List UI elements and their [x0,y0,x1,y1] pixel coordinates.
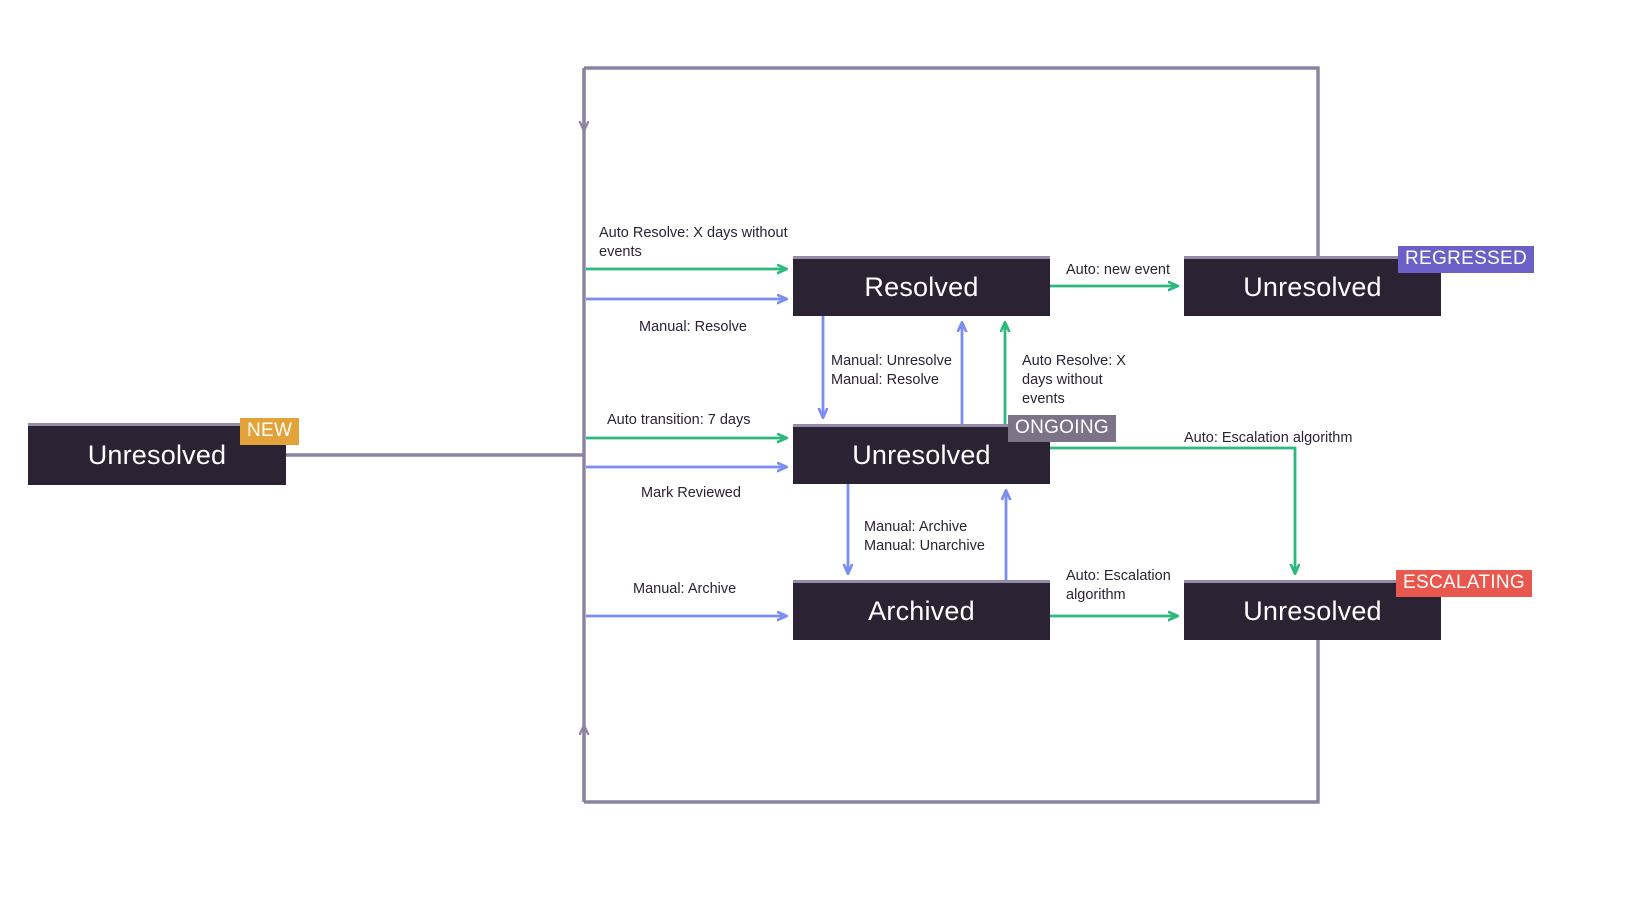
edge-label-manual-unresolve-resolve: Manual: Unresolve Manual: Resolve [831,353,952,389]
edge-label-manual-resolve-left: Manual: Resolve [639,319,747,335]
edge-ongoing-to-escalating [1050,446,1295,573]
status-badge-ongoing: ONGOING [1008,415,1116,442]
edge-label-auto-resolve-x-days-up: Auto Resolve: X days without events [1022,353,1126,408]
status-badge-regressed: REGRESSED [1398,246,1535,273]
state-node-label: Resolved [864,272,979,302]
state-node-regressed-unresolved[interactable]: Unresolved [1184,256,1441,316]
edge-label-manual-archive-left: Manual: Archive [633,581,737,597]
edge-label-auto-escalation-bottom: Auto: Escalation algorithm [1066,568,1171,604]
edge-label-auto-resolve-x-days: Auto Resolve: X days without events [599,225,788,261]
edge-loop-bottom-return [584,640,1320,804]
state-node-label: Unresolved [87,440,227,470]
edge-label-manual-archive-unarchive: Manual: Archive Manual: Unarchive [864,519,985,555]
state-node-label: Unresolved [852,440,991,470]
state-node-resolved[interactable]: Resolved [793,256,1050,316]
edge-label-auto-transition-7-days: Auto transition: 7 days [607,412,751,428]
state-node-label: Unresolved [1243,272,1382,302]
status-badge-escalating: ESCALATING [1396,570,1532,597]
edge-loop-top-return [584,66,1320,256]
state-node-archived[interactable]: Archived [793,580,1050,640]
state-node-label: Unresolved [1243,596,1382,626]
state-node-ongoing-unresolved[interactable]: Unresolved [793,424,1050,484]
edge-label-auto-new-event: Auto: new event [1066,262,1170,278]
edge-label-auto-escalation-top: Auto: Escalation algorithm [1184,430,1353,446]
edge-label-mark-reviewed: Mark Reviewed [641,485,741,501]
state-node-label: Archived [868,596,975,626]
status-badge-new: NEW [240,418,300,445]
